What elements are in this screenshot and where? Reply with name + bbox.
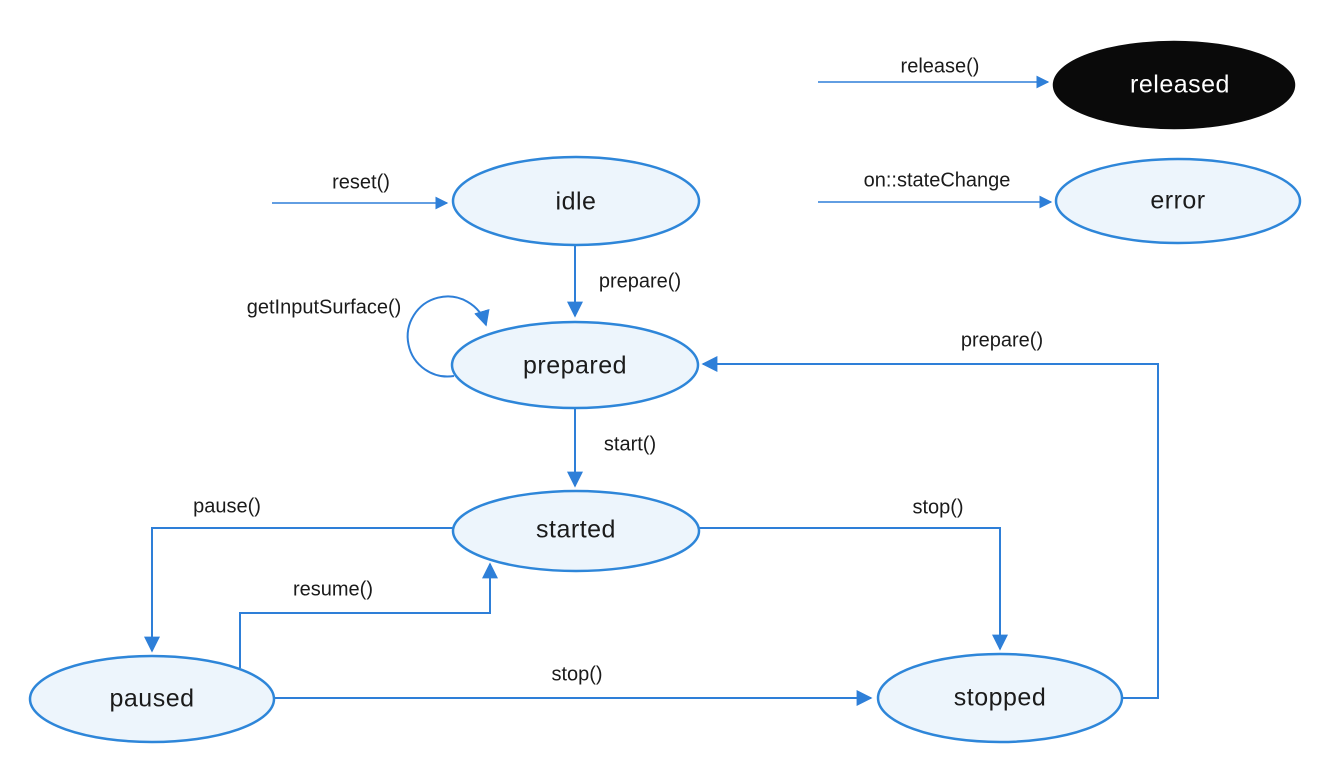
state-released-ellipse [1052, 40, 1296, 130]
state-idle-ellipse [451, 155, 701, 247]
state-paused-ellipse [28, 654, 276, 744]
edge-stop-from-started-arrow [698, 527, 1008, 651]
state-error-ellipse [1054, 157, 1302, 245]
state-started-ellipse [451, 489, 701, 573]
edge-get-input-surface-self-loop [406, 295, 490, 378]
edge-prepare-from-stopped-arrow [701, 356, 1159, 699]
edge-pause-arrow [144, 527, 453, 653]
edge-resume-arrow [239, 562, 498, 668]
node-layer [28, 40, 1302, 744]
edge-layer [144, 75, 1159, 706]
state-prepared-ellipse [450, 320, 700, 410]
state-stopped-ellipse [876, 652, 1124, 744]
